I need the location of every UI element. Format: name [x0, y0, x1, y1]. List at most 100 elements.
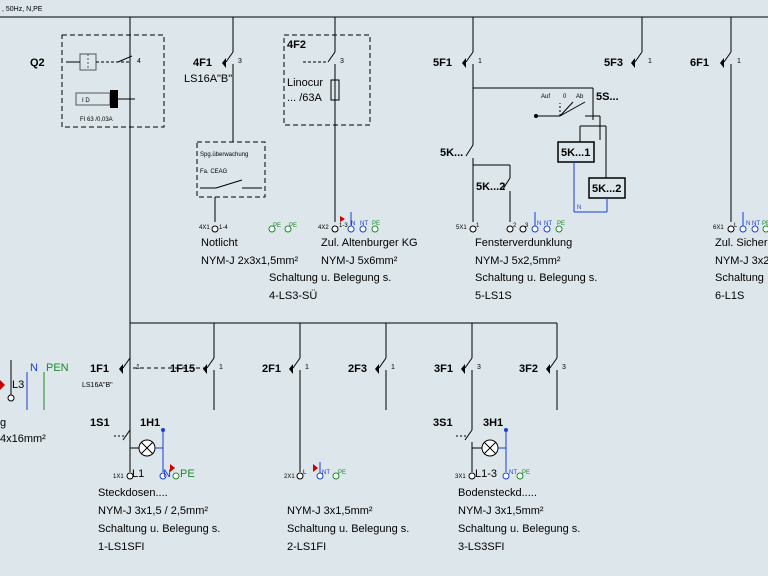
3s1-id: 3S1 — [433, 417, 453, 429]
circuit-6-cable: NYM-J 3x2 — [715, 255, 768, 267]
neutral-wire-5k — [573, 162, 608, 213]
4x2-nt: NT — [360, 221, 368, 227]
contactor-coil-5k1[interactable]: 5K...1 — [557, 141, 595, 163]
terminal-2x1: 2X1 L NT PE — [284, 462, 346, 480]
4x2-id: 4X2 — [318, 225, 329, 231]
breaker-2f1[interactable]: 2F1 1 — [262, 323, 309, 472]
contactor-5k-contacts: 5K... 5K...2 — [440, 144, 511, 222]
circuit-2-note-1: Schaltung u. Belegung s. — [287, 523, 409, 535]
1f1-type: LS16A"B" — [82, 382, 113, 389]
selector-switch-5s[interactable]: 5S... Auf 0 Ab — [534, 91, 619, 178]
supply-header: , 50Hz, N,PE — [2, 6, 43, 13]
feed-pen: PEN — [46, 362, 69, 374]
circuit-4-2-name: Zul. Altenburger KG — [321, 237, 418, 249]
breaker-5f3[interactable]: 5F3 1 — [604, 17, 652, 69]
q2-id: Q2 — [30, 57, 45, 69]
5f3-id: 5F3 — [604, 57, 623, 69]
circuit-1-name: Steckdosen.... — [98, 487, 168, 499]
5x1-pe: PE — [557, 221, 565, 227]
circuit-3-name: Bodensteckd..... — [458, 487, 537, 499]
5f1-id: 5F1 — [433, 57, 452, 69]
4x1-id: 4X1 — [199, 225, 210, 231]
4f2-type: Linocur — [287, 77, 323, 89]
relay-voltage-monitor[interactable]: Spg.überwachung Fa. CEAG — [196, 141, 266, 222]
rcd-rating: FI 63 /0,03A — [80, 117, 113, 123]
terminal-4x1: 4X1 1-4 PE PE — [199, 223, 297, 233]
3x1-nt: NT — [509, 470, 517, 476]
breaker-1f15[interactable]: 1F15 1 — [170, 323, 223, 410]
4x1-pe2: PE — [289, 223, 297, 229]
5x1-nt: NT — [544, 221, 552, 227]
1x1-id: 1X1 — [113, 474, 124, 480]
2x1-id: 2X1 — [284, 474, 295, 480]
1x1-pe: PE — [180, 468, 195, 480]
3x1-pe: PE — [522, 470, 530, 476]
4f1-pole: 3 — [238, 58, 242, 65]
5k-contact-2: 5K...2 — [476, 181, 505, 193]
4f1-id: 4F1 — [193, 57, 212, 69]
circuit-4-note-1: Schaltung u. Belegung s. — [269, 272, 391, 284]
terminal-6x1: 6X1 L N NT PE — [713, 212, 768, 233]
circuit-3-cable: NYM-J 3x1,5mm² — [458, 505, 544, 517]
6x1-l: L — [734, 223, 738, 229]
q2-main-switch[interactable]: Q2 4 I D FI 63 /0,03A — [30, 34, 165, 128]
circuit-6-name: Zul. Sicher — [715, 237, 768, 249]
terminal-5x1: 5X1 1 2 3 N NT PE — [456, 212, 565, 233]
circuit-4-1-name: Notlicht — [201, 237, 238, 249]
switch-1s1[interactable]: 1S1 — [90, 417, 139, 472]
circuit-4-2-cable: NYM-J 5x6mm² — [321, 255, 398, 267]
busbars — [0, 16, 768, 442]
circuit-5-note-1: Schaltung u. Belegung s. — [475, 272, 597, 284]
breaker-5f1[interactable]: 5F1 1 — [433, 17, 594, 145]
breaker-1f1[interactable]: 1F1 1 LS16A"B" — [82, 357, 205, 389]
5f3-pole: 1 — [648, 58, 652, 65]
6x1-nt: NT — [752, 221, 760, 227]
circuit-5-note-2: 5-LS1S — [475, 290, 512, 302]
5x1-p3: 3 — [525, 223, 529, 229]
circuit-1-cable: NYM-J 3x1,5 / 2,5mm² — [98, 505, 208, 517]
5f1-pole: 1 — [478, 58, 482, 65]
4f2-pole: 3 — [340, 58, 344, 65]
2f3-id: 2F3 — [348, 363, 367, 375]
5s-zero: 0 — [563, 94, 567, 100]
6x1-id: 6X1 — [713, 225, 724, 231]
circuit-2-cable: NYM-J 3x1,5mm² — [287, 505, 373, 517]
feed-cable-fragment: 4x16mm² — [0, 433, 46, 445]
contactor-coil-5k2[interactable]: 5K...2 — [588, 177, 626, 199]
circuit-6-note-2: 6-L1S — [715, 290, 744, 302]
relay-maker: Fa. CEAG — [200, 169, 228, 175]
circuit-4-note-2: 4-LS3-SÜ — [269, 290, 317, 302]
lamp-3h1[interactable]: 3H1 — [481, 417, 508, 472]
4f2-id: 4F2 — [287, 39, 306, 51]
breaker-4f2[interactable]: 4F2 3 Linocur ... /63A — [283, 17, 371, 222]
incoming-feed: L3 N PEN g 4x16mm² — [0, 360, 69, 445]
breaker-2f3[interactable]: 2F3 1 — [348, 323, 395, 410]
breaker-4f1[interactable]: 4F1 3 LS16A"B" — [184, 17, 242, 142]
6f1-pole: 1 — [737, 58, 741, 65]
breaker-6f1[interactable]: 6F1 1 — [690, 17, 741, 222]
3x1-l: L1-3 — [475, 468, 497, 480]
circuit-6-note-1: Schaltung — [715, 272, 764, 284]
3f1-pole: 3 — [477, 364, 481, 371]
feed-n: N — [30, 362, 38, 374]
4f1-type: LS16A"B" — [184, 73, 232, 85]
4x1-pins: 1-4 — [219, 225, 228, 231]
switch-3s1[interactable]: 3S1 — [433, 417, 482, 472]
circuit-1-note-2: 1-LS1SFI — [98, 541, 144, 553]
breaker-3f2[interactable]: 3F2 3 — [519, 323, 566, 410]
circuit-4-1-cable: NYM-J 2x3x1,5mm² — [201, 255, 299, 267]
relay-title: Spg.überwachung — [200, 152, 248, 158]
1f15-pole: 1 — [219, 364, 223, 371]
breaker-3f1[interactable]: 3F1 3 — [434, 323, 481, 430]
6x1-n: N — [746, 221, 750, 227]
5x1-p1: 1 — [476, 223, 480, 229]
3f2-id: 3F2 — [519, 363, 538, 375]
feed-text-fragment: g — [0, 417, 6, 429]
lamp-1h1[interactable]: 1H1 — [138, 417, 165, 472]
terminal-1x1: 1X1 L1 N PE — [113, 464, 195, 480]
5x1-p2: 2 — [513, 223, 517, 229]
3f1-id: 3F1 — [434, 363, 453, 375]
1f1-id: 1F1 — [90, 363, 109, 375]
feed-l3: L3 — [12, 379, 24, 391]
